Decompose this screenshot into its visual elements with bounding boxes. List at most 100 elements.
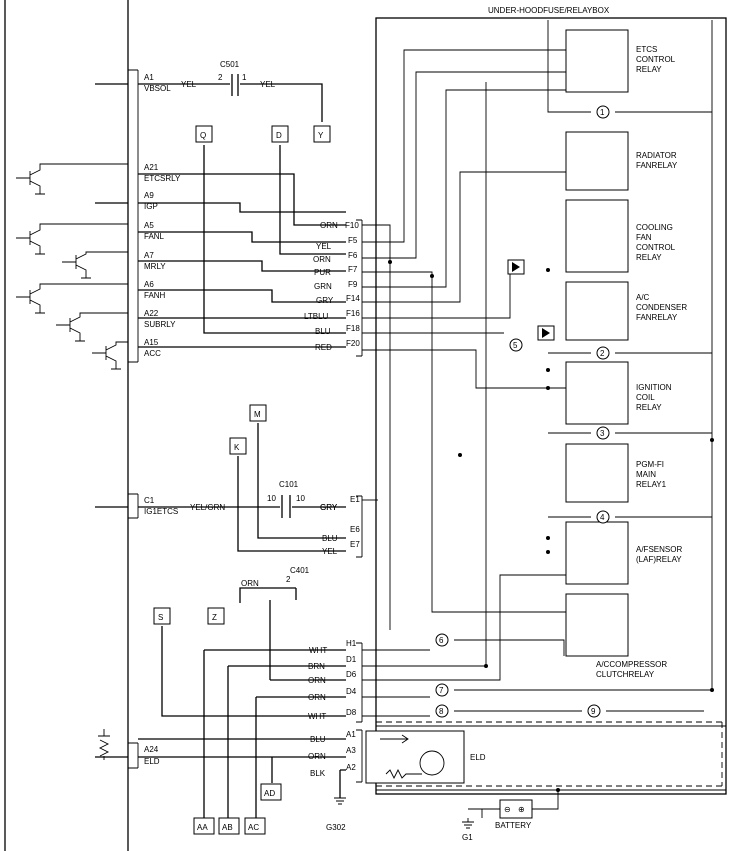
pin-a6: A6 <box>144 280 154 289</box>
ecm-pins: A1 VBSOL A21 ETCSRLY A9 IGP A5 FANL A7 M… <box>144 73 181 766</box>
connector-brackets <box>356 219 363 783</box>
pin-a15: A15 <box>144 338 159 347</box>
ecm-internal <box>16 83 128 760</box>
svg-text:WHT: WHT <box>309 646 327 655</box>
svg-text:ORN: ORN <box>308 752 326 761</box>
pin-a7-name: MRLY <box>144 262 166 271</box>
pin-a9: A9 <box>144 191 154 200</box>
svg-text:E6: E6 <box>350 525 360 534</box>
svg-text:G302: G302 <box>326 823 346 832</box>
svg-text:1: 1 <box>242 73 247 82</box>
pin-a9-name: IGP <box>144 202 158 211</box>
svg-text:4: 4 <box>600 513 605 522</box>
svg-text:H1: H1 <box>346 639 357 648</box>
pin-a21-name: ETCSRLY <box>144 174 181 183</box>
pin-a15-name: ACC <box>144 349 161 358</box>
svg-text:FANRELAY: FANRELAY <box>636 161 678 170</box>
svg-text:FANRELAY: FANRELAY <box>636 313 678 322</box>
svg-text:10: 10 <box>296 494 305 503</box>
svg-text:7: 7 <box>439 686 444 695</box>
ref-aa: AA <box>197 823 208 832</box>
svg-text:D4: D4 <box>346 687 357 696</box>
svg-text:BLU: BLU <box>322 534 338 543</box>
svg-text:6: 6 <box>439 636 444 645</box>
pin-a5: A5 <box>144 221 154 230</box>
svg-text:IGNITION: IGNITION <box>636 383 672 392</box>
svg-text:1: 1 <box>600 108 605 117</box>
ref-ab: AB <box>222 823 233 832</box>
ref-q: Q <box>200 131 206 140</box>
ref-z: Z <box>212 613 217 622</box>
ecm-wires <box>138 74 346 552</box>
pin-a24-name: ELD <box>144 757 160 766</box>
ref-y: Y <box>318 131 324 140</box>
svg-text:G1: G1 <box>462 833 473 842</box>
lower-wires <box>138 587 346 818</box>
svg-text:CONTROL: CONTROL <box>636 243 676 252</box>
svg-text:GRY: GRY <box>320 503 338 512</box>
svg-text:BLU: BLU <box>310 735 326 744</box>
svg-text:COOLING: COOLING <box>636 223 673 232</box>
svg-text:GRY: GRY <box>320 503 338 512</box>
svg-text:A3: A3 <box>346 746 356 755</box>
relays <box>565 29 629 657</box>
svg-text:BLK: BLK <box>310 769 326 778</box>
svg-text:YEL/GRN: YEL/GRN <box>190 503 225 512</box>
pin-a21: A21 <box>144 163 159 172</box>
ref-ad: AD <box>264 789 275 798</box>
svg-text:9: 9 <box>591 707 596 716</box>
svg-text:PUR: PUR <box>314 268 331 277</box>
battery: ⊖ ⊕ BATTERY <box>468 790 559 830</box>
svg-text:ELD: ELD <box>470 753 486 762</box>
svg-text:F6: F6 <box>348 251 358 260</box>
svg-text:D6: D6 <box>346 670 357 679</box>
svg-text:CLUTCHRELAY: CLUTCHRELAY <box>596 670 655 679</box>
svg-text:GRY: GRY <box>316 296 334 305</box>
connector-c501: C501 2 1 YEL YEL <box>181 60 276 89</box>
svg-text:CONTROL: CONTROL <box>636 55 676 64</box>
pin-a6-name: FANH <box>144 291 166 300</box>
svg-text:ORN: ORN <box>241 579 259 588</box>
svg-text:A2: A2 <box>346 763 356 772</box>
svg-text:C101: C101 <box>279 480 299 489</box>
pin-c1: C1 <box>144 496 155 505</box>
svg-text:WHT: WHT <box>308 712 326 721</box>
svg-text:PGM-FI: PGM-FI <box>636 460 664 469</box>
svg-text:ORN: ORN <box>313 255 331 264</box>
eld-sensor: ELD <box>365 730 486 784</box>
svg-text:F14: F14 <box>346 294 360 303</box>
svg-text:2: 2 <box>600 349 605 358</box>
ref-d: D <box>276 131 282 140</box>
pin-a24: A24 <box>144 745 159 754</box>
svg-text:RELAY: RELAY <box>636 403 662 412</box>
svg-text:ORN: ORN <box>320 221 338 230</box>
pin-c1-name: IG1ETCS <box>144 507 178 516</box>
svg-text:RELAY: RELAY <box>636 65 662 74</box>
svg-text:YEL: YEL <box>181 80 197 89</box>
svg-text:MAIN: MAIN <box>636 470 656 479</box>
svg-text:YEL: YEL <box>316 242 332 251</box>
svg-text:FAN: FAN <box>636 233 652 242</box>
svg-text:A/FSENSOR: A/FSENSOR <box>636 545 682 554</box>
svg-text:⊖: ⊖ <box>504 805 511 814</box>
svg-text:RED: RED <box>315 343 332 352</box>
fusebox-wiring <box>362 20 726 791</box>
reference-boxes: Q D Y M K S Z AD AA AB AC <box>153 125 331 835</box>
svg-text:ORN: ORN <box>308 693 326 702</box>
svg-text:BLU: BLU <box>315 327 331 336</box>
svg-text:RELAY: RELAY <box>636 253 662 262</box>
fusebox-title: UNDER-HOODFUSE/RELAYBOX <box>488 6 610 15</box>
svg-text:F9: F9 <box>348 280 358 289</box>
svg-text:RELAY1: RELAY1 <box>636 480 667 489</box>
svg-text:5: 5 <box>513 341 518 350</box>
junctions <box>388 260 714 792</box>
svg-text:F16: F16 <box>346 309 360 318</box>
svg-text:BATTERY: BATTERY <box>495 821 532 830</box>
svg-text:2: 2 <box>286 575 291 584</box>
fuses: 1 5 2 3 4 6 7 8 9 <box>435 105 610 718</box>
svg-text:CONDENSER: CONDENSER <box>636 303 687 312</box>
